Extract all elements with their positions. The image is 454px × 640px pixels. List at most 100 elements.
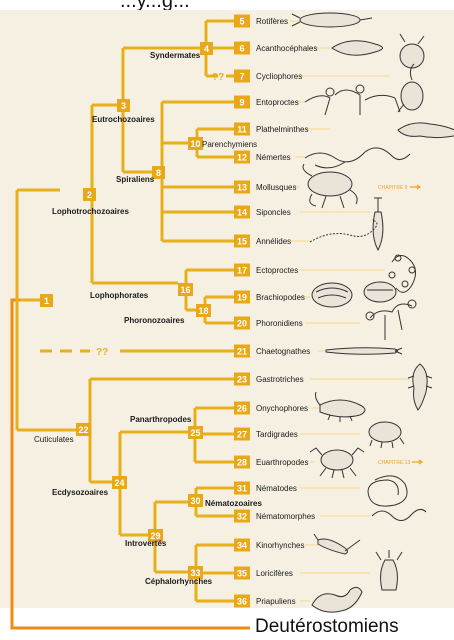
- taxon-name: Chaetognathes: [256, 347, 310, 356]
- taxon-number: 23: [237, 375, 247, 385]
- taxon-name: Priapuliens: [256, 597, 296, 606]
- taxon-number: 17: [237, 266, 247, 276]
- node-1: 1: [40, 294, 53, 307]
- taxon-name: Loricifères: [256, 569, 293, 578]
- taxon-number: 15: [237, 237, 247, 247]
- phoronid-drawing: [366, 300, 416, 340]
- taxon-number: 9: [239, 98, 244, 108]
- node-22: 22: [76, 423, 91, 436]
- taxon-name: Acanthocéphales: [256, 44, 317, 53]
- taxa-list: 5Rotifères 6 Acanthocéphales 7Cycliophores 9…: [234, 15, 317, 608]
- animal-illustrations: [292, 13, 454, 612]
- clade-labels: Syndermates Eutrochozoaires Spiraliens P…: [34, 51, 262, 586]
- node-30: 30: [188, 494, 203, 507]
- taxon-number: 7: [239, 72, 244, 82]
- taxon-number: 32: [237, 512, 247, 522]
- clade-lophotrochozoaires: Lophotrochozoaires: [52, 207, 129, 216]
- chapter-ref-euarthropodes: CHAPITRE 13: [378, 460, 422, 466]
- clade-cephalorhynches: Céphalorhynches: [145, 577, 213, 586]
- taxon-name: Gastrotriches: [256, 375, 304, 384]
- taxon-number: 20: [237, 319, 247, 329]
- svg-text:1: 1: [44, 296, 49, 306]
- taxon-name: Entoproctes: [256, 98, 299, 107]
- mollusc-drawing: [303, 164, 357, 208]
- taxon-name: Nématodes: [256, 484, 297, 493]
- svg-text:2: 2: [87, 190, 92, 200]
- svg-text:16: 16: [180, 285, 190, 295]
- gastrotrich-drawing: [408, 364, 432, 410]
- clade-lophophorates: Lophophorates: [90, 291, 149, 300]
- svg-text:CHAPITRE 13: CHAPITRE 13: [378, 460, 410, 466]
- taxon-loriciferes: 35 Loricifères: [234, 567, 293, 580]
- node-24: 24: [112, 476, 127, 489]
- svg-text:8: 8: [156, 168, 161, 178]
- taxon-name: Mollusques: [256, 183, 296, 192]
- taxon-mollusques: 13 Mollusques: [234, 181, 296, 194]
- svg-text:22: 22: [78, 425, 88, 435]
- nematode-drawing: [368, 476, 407, 506]
- node-18: 18: [196, 304, 211, 317]
- taxon-number: 26: [237, 404, 247, 414]
- taxon-name: Phoronidiens: [256, 319, 303, 328]
- svg-text:10: 10: [190, 139, 200, 149]
- clade-panarthropodes: Panarthropodes: [130, 415, 192, 424]
- taxon-cycliophores: 7Cycliophores: [234, 70, 302, 83]
- node-16: 16: [178, 283, 193, 296]
- taxon-name: Tardigrades: [256, 430, 298, 439]
- node-3: 3: [117, 99, 130, 112]
- deuterostome-branch: [12, 300, 250, 628]
- taxon-number: 13: [237, 183, 247, 193]
- nematomorph-drawing: [372, 509, 426, 520]
- taxon-name: Ectoproctes: [256, 266, 298, 275]
- uncertain-cycliophores: ??: [212, 72, 224, 83]
- taxon-name: Euarthropodes: [256, 458, 308, 467]
- kinorhynch-drawing: [314, 534, 360, 554]
- taxon-kinorhynches: 34Kinorhynches: [234, 539, 304, 552]
- taxon-ectoproctes: 17 Ectoproctes: [234, 264, 298, 277]
- clade-eutrochozoaires: Eutrochozoaires: [92, 115, 155, 124]
- taxon-number: 35: [237, 569, 247, 579]
- taxon-euarthropodes: 28 Euarthropodes: [234, 456, 308, 469]
- uncertain-chaetognathes: ??: [96, 347, 108, 358]
- taxon-number: 14: [237, 208, 247, 218]
- taxon-name: Siponcles: [256, 208, 291, 217]
- tardigrade-drawing: [369, 422, 404, 448]
- taxon-number: 5: [239, 17, 244, 27]
- svg-text:4: 4: [204, 44, 209, 54]
- annelid-drawing: [310, 220, 377, 242]
- taxon-number: 12: [237, 153, 247, 163]
- taxon-name: Némertes: [256, 153, 291, 162]
- taxon-name: Onychophores: [256, 404, 308, 413]
- taxon-nematodes: 31 Nématodes: [234, 482, 297, 495]
- loricifer-drawing: [376, 550, 402, 590]
- taxon-nemertes: 12 Némertes: [234, 151, 291, 164]
- sipunculan-drawing: [373, 198, 383, 250]
- acanthocephalan-drawing: [332, 34, 424, 68]
- node-4: 4: [200, 42, 213, 55]
- clade-syndermates: Syndermates: [150, 51, 201, 60]
- taxon-siponcles: 14 Siponcles: [234, 206, 291, 219]
- chaetognath-drawing: [326, 348, 402, 355]
- taxon-acanthocephales: 6 Acanthocéphales: [234, 42, 317, 55]
- taxon-number: 31: [237, 484, 247, 494]
- taxon-number: 34: [237, 541, 247, 551]
- clade-phoronozoaires: Phoronozoaires: [124, 316, 185, 325]
- taxon-number: 6: [239, 44, 244, 54]
- brachiopod-drawing: [312, 282, 396, 307]
- taxon-gastrotriches: 23 Gastrotriches: [234, 373, 304, 386]
- flatworm-drawing: [398, 123, 454, 138]
- taxon-number: 11: [237, 125, 247, 135]
- clade-introvertes: Introvertés: [125, 539, 167, 548]
- taxon-phoronidiens: 20 Phoronidiens: [234, 317, 303, 330]
- taxon-onychophores: 26 Onychophores: [234, 402, 308, 415]
- taxon-number: 28: [237, 458, 247, 468]
